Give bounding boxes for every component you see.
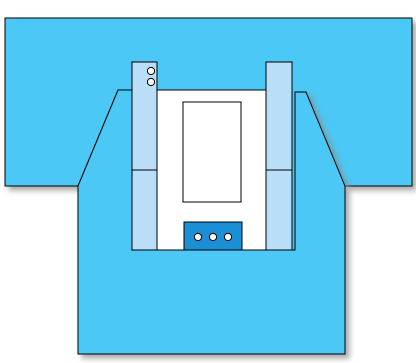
port-dot-2: [208, 232, 218, 242]
left-side-panel: [131, 61, 158, 251]
bottom-port: [183, 221, 243, 251]
right-panel-lower-segment: [265, 169, 293, 251]
drape-lower-body: [77, 89, 346, 355]
port-dot-1: [193, 232, 203, 242]
port-dot-3: [223, 232, 233, 242]
left-panel-dot-top: [146, 66, 156, 76]
left-panel-lower-segment: [131, 169, 158, 251]
inner-window: [182, 101, 242, 203]
right-side-panel: [265, 61, 293, 251]
right-panel-upper-segment: [265, 61, 293, 171]
left-panel-upper-segment: [131, 61, 158, 171]
left-panel-dot-bottom: [146, 77, 156, 87]
